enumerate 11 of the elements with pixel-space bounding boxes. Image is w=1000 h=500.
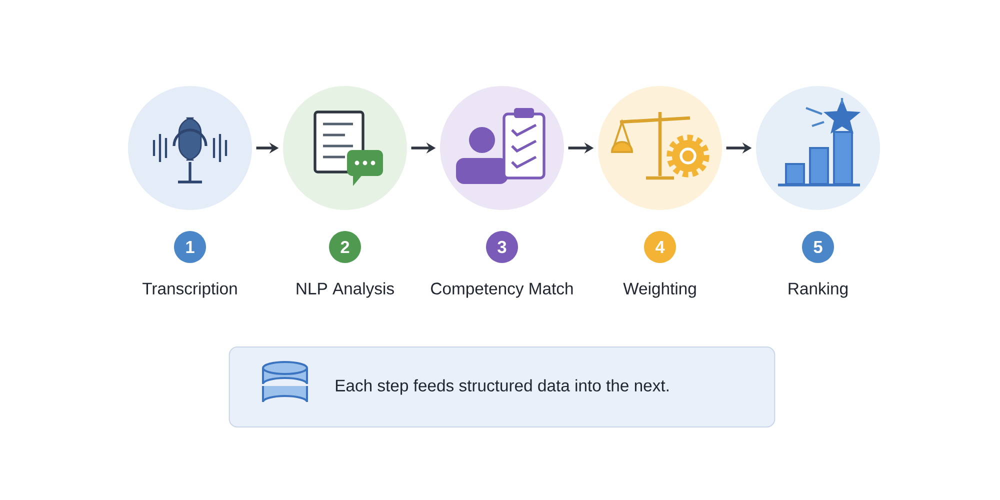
step-label: Transcription (142, 282, 237, 298)
step-number: 2 (329, 231, 361, 263)
step-number: 5 (802, 231, 834, 263)
step-number: 1 (174, 231, 206, 263)
step-number: 4 (644, 231, 676, 263)
step-label: Competency Match (431, 282, 573, 298)
step-number: 3 (486, 231, 518, 263)
step-label: Ranking (788, 282, 848, 298)
step-label: NLP Analysis (296, 282, 394, 298)
step-label: Weighting (623, 282, 696, 298)
note-box: Each step feeds structured data into the next. (228, 346, 776, 428)
